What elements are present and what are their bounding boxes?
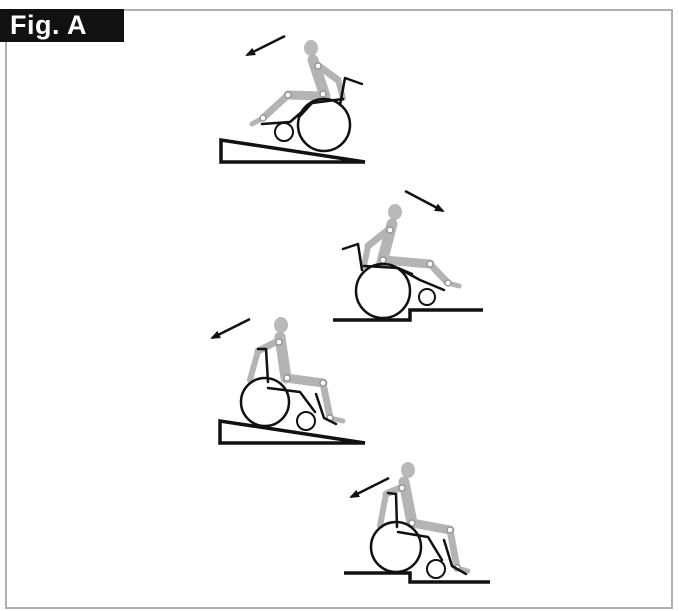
person-figure bbox=[252, 40, 343, 124]
ramp-wedge bbox=[220, 421, 365, 443]
person-figure bbox=[250, 317, 343, 421]
panel-ramp-up-backward bbox=[221, 36, 365, 162]
wheelchair bbox=[262, 78, 362, 151]
step-ground bbox=[344, 573, 490, 582]
arrow-down-right-icon bbox=[405, 191, 443, 211]
panel-ramp-up-assisted bbox=[212, 317, 365, 443]
person-figure bbox=[380, 462, 468, 571]
arrow-up-left-icon bbox=[247, 36, 285, 55]
panel-step-down-forward bbox=[333, 191, 483, 320]
panel-step-up-backward bbox=[344, 462, 490, 582]
arrow-up-left-icon bbox=[212, 319, 250, 338]
step-ground bbox=[333, 310, 483, 320]
wheelchair bbox=[343, 244, 444, 318]
